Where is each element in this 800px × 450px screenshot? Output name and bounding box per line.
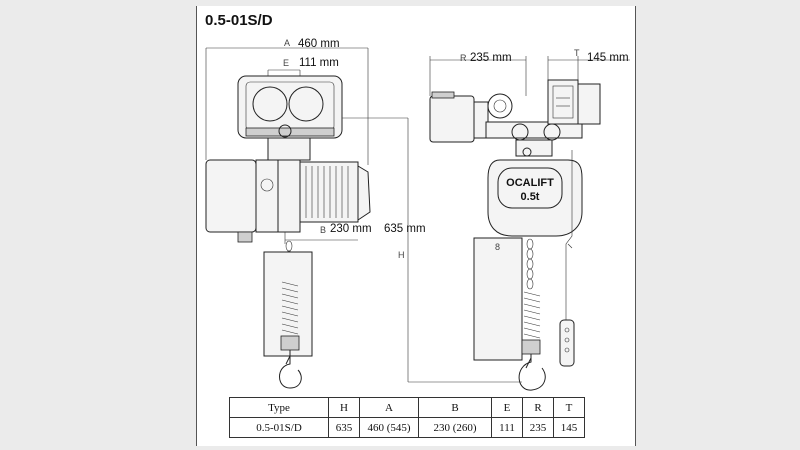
dim-r-value: 235 mm: [470, 52, 512, 64]
cell-b: 230 (260): [418, 417, 492, 438]
dim-e-letter: E: [283, 58, 289, 68]
header-a: A: [359, 397, 419, 418]
header-r: R: [522, 397, 554, 418]
cell-e: 111: [491, 417, 523, 438]
dim-b-letter: B: [320, 225, 326, 235]
dim-h: H 635 mm: [342, 117, 522, 383]
cell-a: 460 (545): [359, 417, 419, 438]
spec-table: Type H A B E R T 0.5-01S/D 635 460 (545)…: [229, 397, 585, 438]
header-h: H: [328, 397, 360, 418]
dim-t-value: 145 mm: [587, 52, 629, 64]
header-t: T: [553, 397, 585, 418]
dim-e-value: 111 mm: [299, 57, 339, 69]
header-e: E: [491, 397, 523, 418]
cell-h: 635: [328, 417, 360, 438]
table-header-row: Type H A B E R T: [229, 397, 585, 418]
drawing-title: 0.5-01S/D: [205, 12, 273, 29]
cell-type: 0.5-01S/D: [229, 417, 329, 438]
dim-r-letter: R: [460, 53, 467, 63]
cell-t: 145: [553, 417, 585, 438]
dim-a-value: 460 mm: [298, 38, 340, 50]
cell-r: 235: [522, 417, 554, 438]
dim-h-value: 635 mm: [384, 223, 426, 235]
dim-t-letter: T: [574, 48, 580, 58]
header-b: B: [418, 397, 492, 418]
dim-a-letter: A: [284, 38, 290, 48]
hoist-brand-label: OCALIFT: [506, 177, 554, 189]
dim-b-value: 230 mm: [330, 223, 372, 235]
table-row: 0.5-01S/D 635 460 (545) 230 (260) 111 23…: [229, 417, 585, 438]
header-type: Type: [229, 397, 329, 418]
hook-block-mark: 8: [495, 242, 500, 252]
hoist-capacity-label: 0.5t: [521, 191, 540, 203]
dim-h-letter: H: [398, 250, 405, 260]
front-view: R 235 mm T 145 mm OCALIFT 0.5t: [429, 48, 630, 391]
side-view: A 460 mm E 111 mm: [205, 38, 372, 389]
